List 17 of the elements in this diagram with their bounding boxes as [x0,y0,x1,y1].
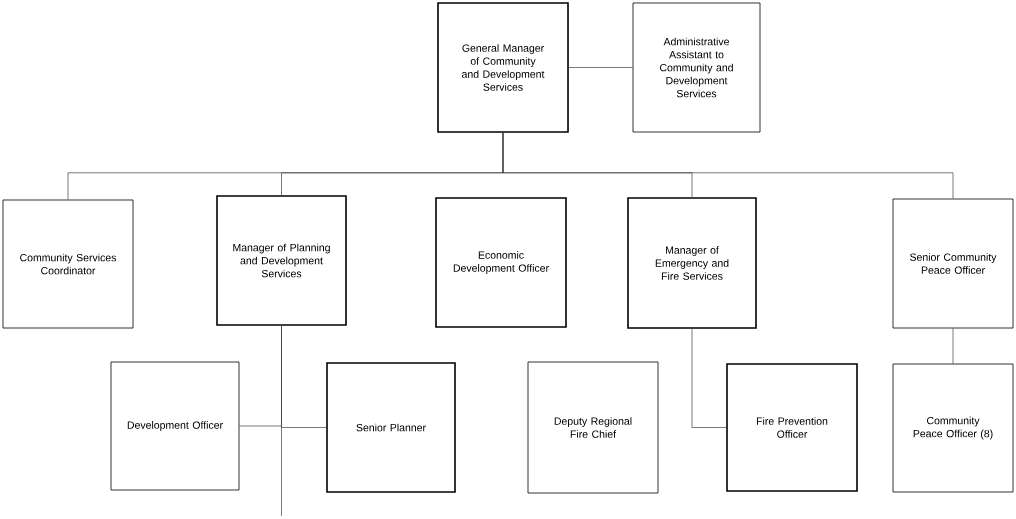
org-box: General Manager of Community and Development Services [437,2,569,133]
org-box: Manager of Emergency and Fire Services [627,197,757,329]
org-box: Manager of Planning and Development Services [216,195,347,326]
connector-line [691,328,727,428]
org-box: Senior Planner [326,362,456,493]
org-box: Community Peace Officer (8) [892,363,1014,493]
org-box: Development Officer [110,361,240,491]
connector-line [502,132,954,199]
org-box: Administrative Assistant to Community and Development Services [632,2,761,133]
org-box: Senior Community Peace Officer [892,198,1014,329]
connector-line [952,328,954,364]
connector-line [281,325,282,517]
connector-line [568,67,633,68]
org-box: Fire Prevention Officer [726,363,858,492]
org-box: Economic Development Officer [435,197,567,328]
org-box: Community Services Coordinator [2,199,134,329]
org-box: Deputy Regional Fire Chief [527,361,659,494]
